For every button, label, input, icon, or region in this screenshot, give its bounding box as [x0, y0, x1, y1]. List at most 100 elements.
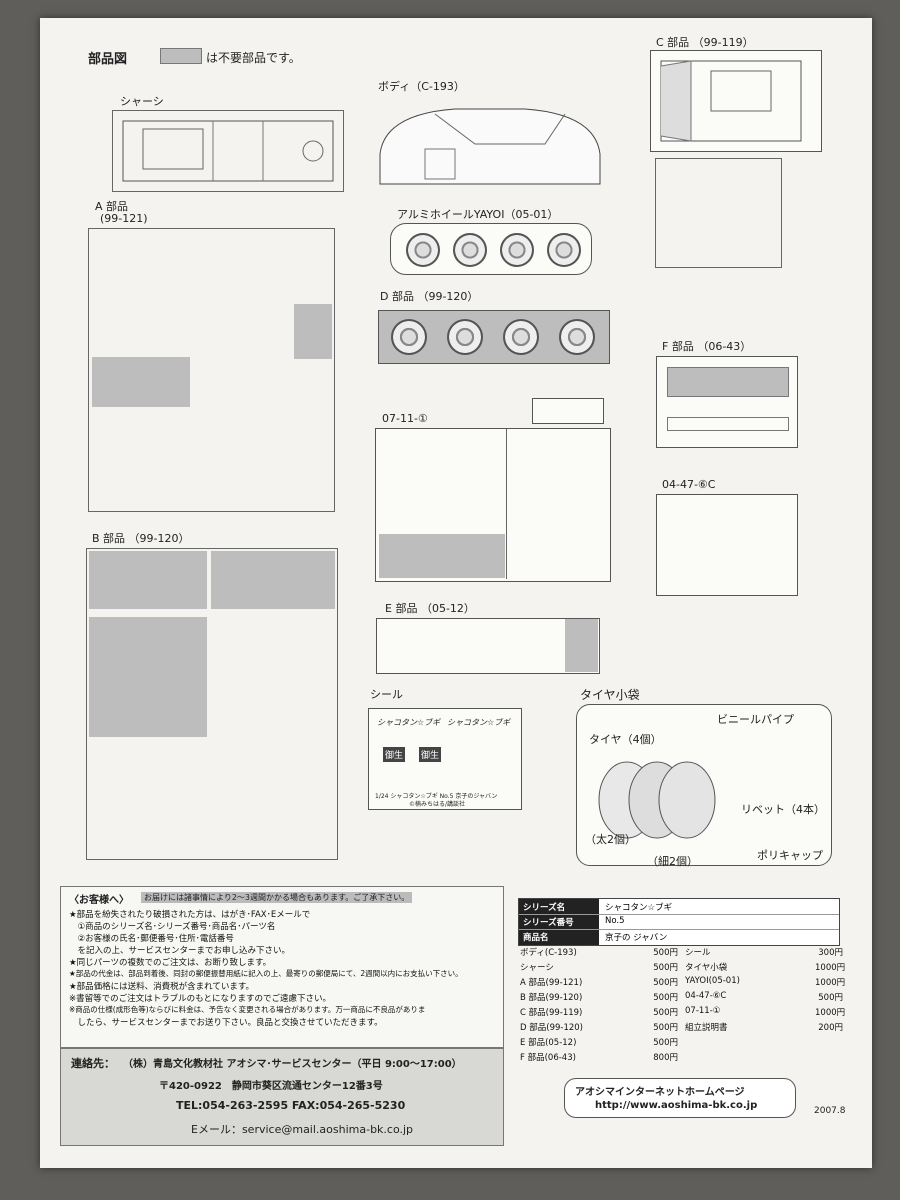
price-item-name: YAYOI(05-01) — [685, 976, 740, 986]
k0711-label: 07-11-① — [382, 412, 428, 425]
tire-bag: ビニールパイプ タイヤ（4個） （太2個） （細2個） リベット（4本） ポリキ… — [576, 704, 832, 868]
website-url[interactable]: http://www.aoshima-bk.co.jp — [595, 1100, 758, 1111]
price-item-value: 1000円 — [815, 963, 846, 973]
a-part-code: (99-121) — [100, 212, 148, 225]
customer-line-6: ★部品の代金は、部品到着後、同封の郵便振替用紙に記入の上、最寄りの郵便局にて、2… — [69, 969, 463, 978]
k0447-sprue — [656, 494, 798, 596]
customer-heading: 〈お客様へ〉 — [69, 895, 129, 906]
contact-company: （株）青島文化教材社 アオシマ･サービスセンター（平日 9:00～17:00） — [123, 1059, 462, 1070]
car-body-drawing — [379, 108, 601, 185]
price-item-name: C 部品(99-119) — [520, 1008, 583, 1018]
price-item-value: 500円 — [818, 993, 843, 1003]
a-part-sprue — [88, 228, 335, 512]
d-wheel-4 — [559, 319, 595, 355]
price-item-name: E 部品(05-12) — [520, 1038, 577, 1048]
chassis-part — [112, 110, 344, 192]
tire-bag-label: タイヤ小袋 — [580, 688, 640, 702]
series-no: No.5 — [605, 916, 625, 926]
customer-line-9: ※商品の仕様(成形色等)ならびに料金は、予告なく変更される場合があります。万一商… — [69, 1005, 426, 1014]
d-part-label: D 部品 （99-120） — [380, 290, 479, 303]
chassis-label: シャーシ — [120, 95, 164, 108]
website-label: アオシマインターネットホームページ — [575, 1087, 745, 1098]
customer-line-5: ★同じパーツの複数でのご注文は、お断り致します。 — [69, 958, 272, 968]
tire-thin-label: （細2個） — [647, 855, 698, 868]
price-item-value: 500円 — [653, 993, 678, 1003]
contact-box: 連絡先： （株）青島文化教材社 アオシマ･サービスセンター（平日 9:00～17… — [60, 1048, 504, 1146]
series-name: シャコタン☆ブギ — [605, 903, 673, 913]
d-part-sprue — [378, 310, 610, 364]
seal-label: シール — [370, 688, 403, 701]
f-part-strip — [667, 417, 789, 431]
customer-line-10: したら、サービスセンターまでお送り下さい。良品と交換させていただきます。 — [69, 1018, 383, 1028]
customer-line-4: を記入の上、サービスセンターまでお申し込み下さい。 — [69, 946, 291, 956]
contact-phone: TEL:054-263-2595 FAX:054-265-5230 — [176, 1099, 406, 1112]
price-item-name: ボディ(C-193) — [520, 948, 577, 958]
f-part-spoiler — [667, 367, 789, 397]
k0447-label: 04-47-⑥C — [662, 478, 716, 491]
instruction-sheet: 部品図 は不要部品です。 シャーシ ボディ（C-193） C 部品 （99-11… — [40, 18, 872, 1168]
price-item-value: 300円 — [818, 948, 843, 958]
contact-address: 〒420-0922 静岡市葵区流通センター12番3号 — [159, 1081, 383, 1092]
unneeded-part-swatch — [160, 48, 202, 64]
price-item-name: 07-11-① — [685, 1006, 721, 1016]
price-item-value: 500円 — [653, 1023, 678, 1033]
customer-line-3: ②お客様の氏名･郵便番号･住所･電話番号 — [69, 934, 234, 944]
website-box: アオシマインターネットホームページ http://www.aoshima-bk.… — [564, 1078, 796, 1118]
contact-label: 連絡先： — [71, 1057, 115, 1070]
polycap-label: ポリキャップ — [757, 849, 823, 862]
seal-copyright: ©楠みちはる/講談社 — [409, 801, 466, 808]
price-item-value: 500円 — [653, 1008, 678, 1018]
tire-thick-label: （太2個） — [585, 833, 636, 846]
customer-line-2: ①商品のシリーズ名･シリーズ番号･商品名･パーツ名 — [69, 922, 276, 932]
wheel-1 — [406, 233, 440, 267]
b-part-sprue — [86, 548, 338, 860]
seal-logo-1: シャコタン☆ブギ — [377, 718, 441, 727]
k0711-unneeded — [379, 534, 505, 578]
b-part-label: B 部品 （99-120） — [92, 532, 190, 545]
body-label: ボディ（C-193） — [378, 80, 465, 93]
tire-label: タイヤ（4個） — [589, 733, 662, 746]
d-wheel-2 — [447, 319, 483, 355]
seal-sheet: シャコタン☆ブギ シャコタン☆ブギ 御生 御生 1/24 シャコタン☆ブギ No… — [368, 708, 522, 810]
price-item-value: 500円 — [653, 948, 678, 958]
title-note: は不要部品です。 — [206, 51, 301, 65]
k0711-small-sprue — [532, 398, 604, 424]
f-part-sprue — [656, 356, 798, 448]
tire-drawing — [598, 761, 716, 839]
product-info-table: シリーズ名 シャコタン☆ブギ シリーズ番号 No.5 商品名 京子の ジャバン — [518, 898, 840, 946]
page-title: 部品図 — [88, 52, 128, 67]
b-part-unneeded-3 — [89, 617, 207, 737]
customer-banner: お届けには諸事情により2～3週間かかる場合もあります。ご了承下さい。 — [141, 892, 413, 903]
b-part-unneeded-2 — [211, 551, 335, 609]
price-item-value: 1000円 — [815, 978, 846, 988]
d-wheel-1 — [391, 319, 427, 355]
price-item-name: F 部品(06-43) — [520, 1053, 576, 1063]
b-part-unneeded — [89, 551, 207, 609]
c-part-drawing — [660, 60, 802, 142]
price-item-name: A 部品(99-121) — [520, 978, 583, 988]
customer-line-7: ★部品価格には送料、消費税が含まれています。 — [69, 982, 255, 992]
c-part-roof — [650, 50, 822, 152]
seal-caption: 1/24 シャコタン☆ブギ No.5 京子のジャバン — [375, 793, 498, 800]
c-part-sprue — [655, 158, 782, 268]
a-part-unneeded-2 — [294, 304, 332, 359]
rivet-label: リベット（4本） — [741, 803, 825, 816]
wheel-3 — [500, 233, 534, 267]
e-part-sprue — [376, 618, 600, 674]
d-wheel-3 — [503, 319, 539, 355]
price-item-value: 500円 — [653, 963, 678, 973]
seal-plate-2: 御生 — [419, 747, 442, 762]
price-item-name: D 部品(99-120) — [520, 1023, 583, 1033]
price-item-name: シャーシ — [520, 963, 554, 973]
contact-email: Eメール：service@mail.aoshima-bk.co.jp — [191, 1123, 414, 1136]
wheel-4 — [547, 233, 581, 267]
price-item-name: 組立説明書 — [685, 1023, 728, 1033]
f-part-label: F 部品 （06-43） — [662, 340, 752, 353]
customer-line-8: ※書留等でのご注文はトラブルのもとになりますのでご遠慮下さい。 — [69, 994, 331, 1004]
customer-line-1: ★部品を紛失されたり破損された方は、はがき･FAX･Eメールで — [69, 910, 311, 920]
price-item-value: 800円 — [653, 1053, 678, 1063]
customer-notice-box: 〈お客様へ〉 お届けには諸事情により2～3週間かかる場合もあります。ご了承下さい… — [60, 886, 504, 1048]
price-item-value: 500円 — [653, 1038, 678, 1048]
seal-plate-1: 御生 — [383, 747, 406, 762]
